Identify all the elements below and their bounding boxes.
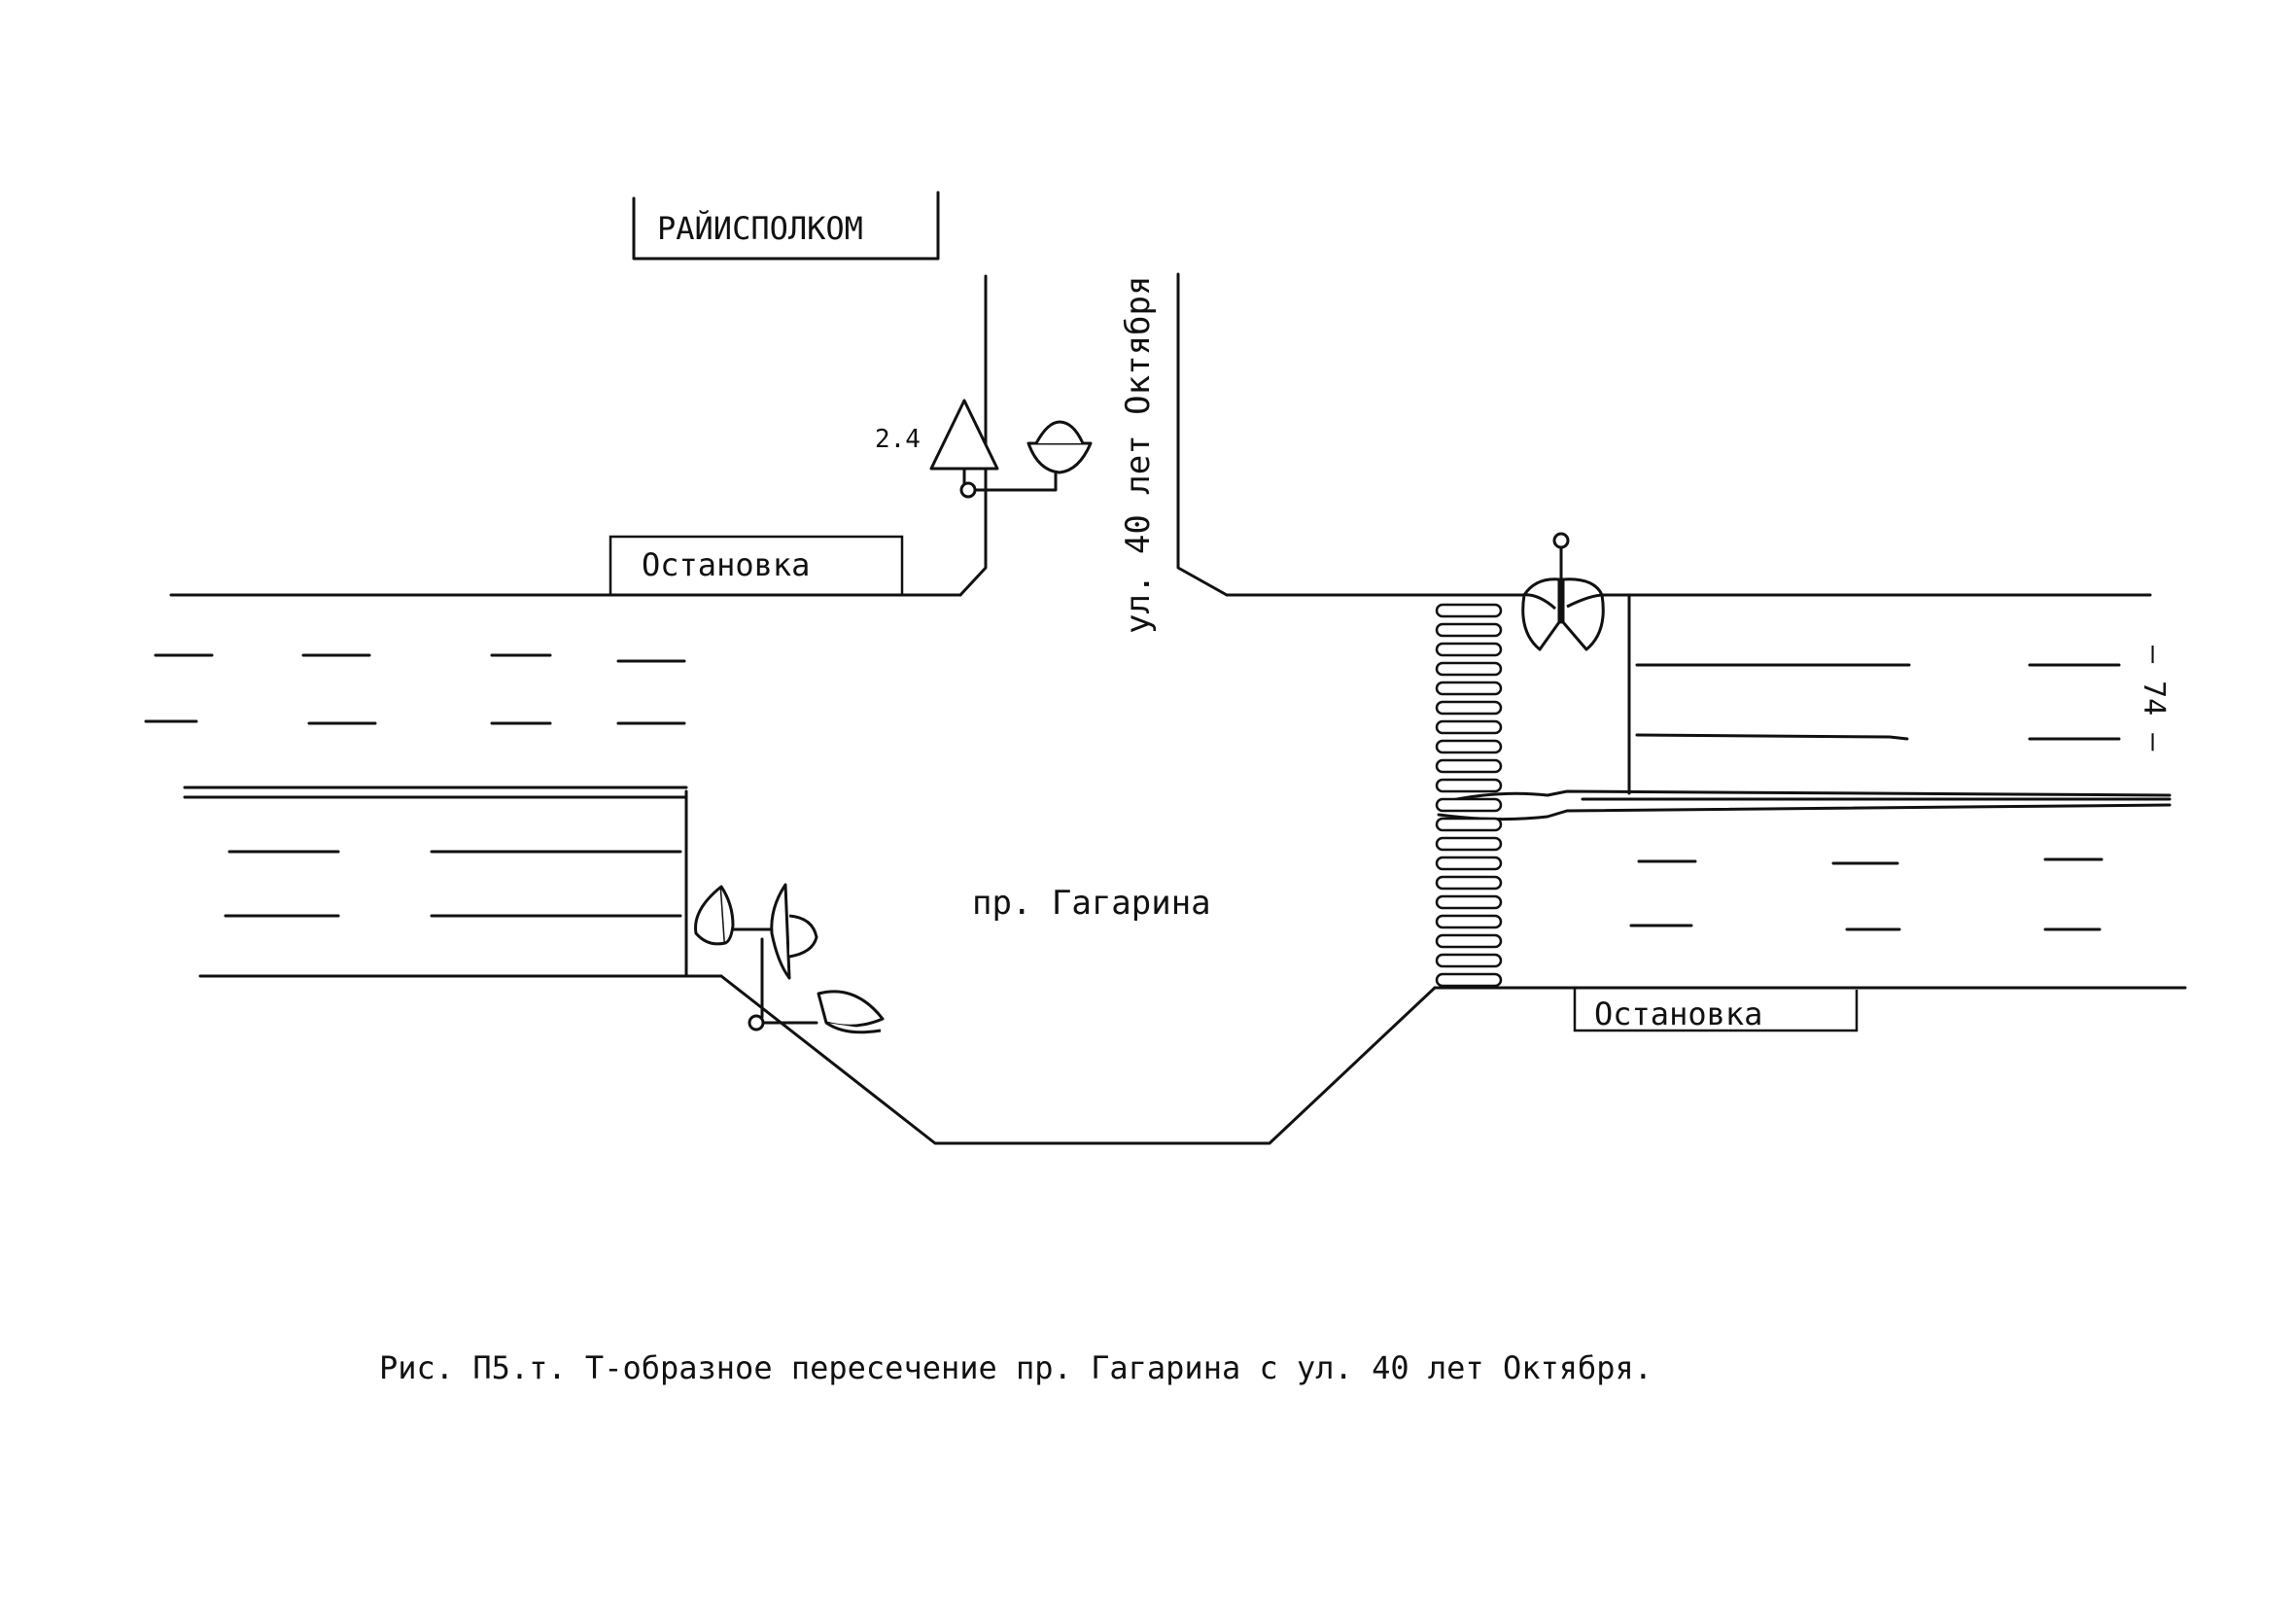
- crossing-stripe: [1435, 661, 1503, 677]
- crossing-stripe: [1435, 778, 1503, 793]
- crossing-stripe: [1435, 739, 1503, 754]
- crossing-stripe: [1435, 700, 1503, 716]
- side-street-label: ул. 40 лет Октября: [1119, 276, 1158, 634]
- crossing-stripe: [1435, 953, 1503, 968]
- crossing-stripe: [1435, 914, 1503, 929]
- bus-stop-top-label: Остановка: [642, 546, 810, 583]
- crossing-stripe: [1435, 836, 1503, 852]
- crossing-stripe: [1435, 875, 1503, 891]
- median-right-island-lower: [1437, 803, 2172, 821]
- page-number-label: – 74 –: [2137, 646, 2171, 752]
- bus-stop-bottom: Остановка: [1573, 988, 1859, 1032]
- figure-caption: Рис. П5.т. Т-образное пересечение пр. Га…: [379, 1349, 1652, 1386]
- bottom-bay-edge: [719, 974, 1437, 1145]
- crossing-stripe: [1435, 933, 1503, 949]
- crossing-stripe: [1435, 894, 1503, 910]
- side-street-left-edge: [958, 274, 988, 597]
- crossing-stripe: [1435, 681, 1503, 696]
- pedestrian-crossing-icon: [1435, 603, 1503, 988]
- lane-markings-left-upper: [144, 653, 686, 725]
- side-street-right-edge: [1176, 272, 1229, 597]
- main-street-label: пр. Гагарина: [972, 884, 1211, 923]
- crossing-stripe: [1435, 856, 1503, 871]
- crossing-stripe: [1435, 622, 1503, 638]
- crossing-stripe: [1435, 817, 1503, 832]
- building-label: РАЙИСПОЛКОМ: [657, 210, 863, 247]
- crossing-stripe: [1435, 603, 1503, 618]
- lane-markings-right-lower: [1629, 857, 2104, 931]
- crossing-stripe: [1435, 797, 1503, 813]
- traffic-light-icon: [694, 883, 885, 1034]
- lane-markings-right-upper: [1627, 593, 2121, 795]
- crossing-stripe: [1435, 719, 1503, 735]
- bus-stop-bottom-label: Остановка: [1594, 996, 1762, 1032]
- crossing-stripe: [1435, 972, 1503, 988]
- bus-stop-top: Остановка: [609, 535, 904, 597]
- median-right-island: [1437, 789, 2172, 805]
- lane-markings-left-lower: [224, 850, 682, 918]
- crossing-stripe: [1435, 758, 1503, 774]
- crossing-stripe: [1435, 642, 1503, 657]
- traffic-light-icon: [1026, 420, 1093, 474]
- traffic-light-icon: [1521, 532, 1605, 651]
- sign-number-label: 2.4: [875, 425, 921, 454]
- yield-sign-icon: 2.4: [875, 399, 1058, 499]
- building-box: РАЙИСПОЛКОМ: [632, 191, 940, 261]
